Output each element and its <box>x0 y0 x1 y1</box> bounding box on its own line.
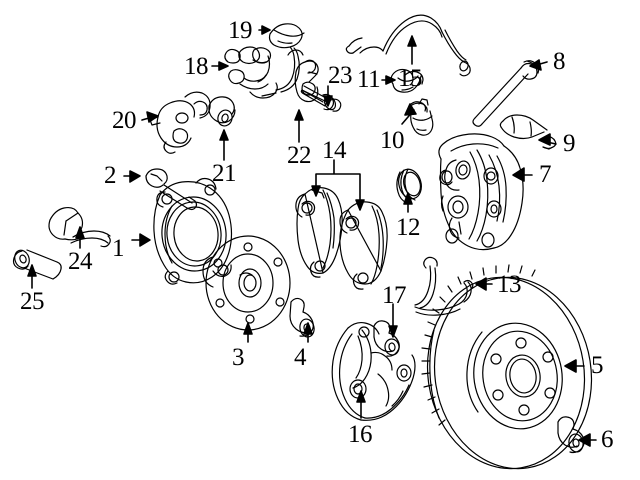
part-sensor-lead-bracket <box>48 206 111 248</box>
part-hub-bolt <box>145 168 198 211</box>
part-brake-hose-bracket-clip <box>414 256 474 316</box>
part-wheel-bearing-housing <box>153 177 233 285</box>
part-rotor-retaining-screw <box>557 416 585 454</box>
callout-label-13: 13 <box>497 271 522 298</box>
part-brake-dust-shield <box>331 321 416 421</box>
callout-label-12: 12 <box>396 214 421 241</box>
callout-label-10: 10 <box>380 127 405 154</box>
callout-leaders <box>27 25 597 447</box>
callout-label-6: 6 <box>601 426 614 453</box>
callout-label-2: 2 <box>104 162 117 189</box>
callout-label-24: 24 <box>68 248 93 275</box>
callout-label-19: 19 <box>228 17 253 44</box>
callout-label-8: 8 <box>553 48 566 75</box>
callout-label-14: 14 <box>322 137 347 164</box>
callout-label-15: 15 <box>398 65 423 92</box>
part-brake-rotor-disc <box>421 264 593 470</box>
part-bleeder-screw-cap <box>390 68 424 93</box>
part-sensor-bracket-bolt <box>12 249 62 280</box>
part-bleeder-valve <box>408 98 434 136</box>
callout-label-1: 1 <box>112 235 125 262</box>
callout-label-16: 16 <box>348 421 373 448</box>
callout-label-3: 3 <box>232 344 245 371</box>
part-abs-speed-sensor <box>224 46 304 99</box>
part-caliper-guide-pin <box>499 114 557 150</box>
part-bracket-bolt <box>208 96 236 127</box>
part-wheel-hub <box>202 235 291 331</box>
callout-label-21: 21 <box>212 160 237 187</box>
part-brake-pad-wear-sensor <box>345 14 471 77</box>
callout-label-18: 18 <box>184 53 209 80</box>
callout-label-9: 9 <box>563 130 576 157</box>
part-holder-rivet-bolt <box>300 85 342 112</box>
part-brake-pad-outer <box>339 201 388 290</box>
part-brake-caliper <box>438 133 524 251</box>
callout-label-23: 23 <box>328 62 353 89</box>
part-cable-holder-bracket <box>294 59 319 103</box>
part-sensor-mounting-bracket <box>149 91 211 154</box>
callout-label-4: 4 <box>294 344 307 371</box>
callout-label-25: 25 <box>20 288 45 315</box>
callout-label-22: 22 <box>287 142 312 169</box>
callout-label-5: 5 <box>591 352 604 379</box>
part-sensor-cable-clip <box>268 23 305 49</box>
callout-label-7: 7 <box>539 161 552 188</box>
callout-label-20: 20 <box>112 107 137 134</box>
callout-label-17: 17 <box>382 282 407 309</box>
callout-label-11: 11 <box>357 66 381 93</box>
part-caliper-mounting-bolt <box>472 60 540 127</box>
part-brake-pad-inner <box>295 187 343 278</box>
